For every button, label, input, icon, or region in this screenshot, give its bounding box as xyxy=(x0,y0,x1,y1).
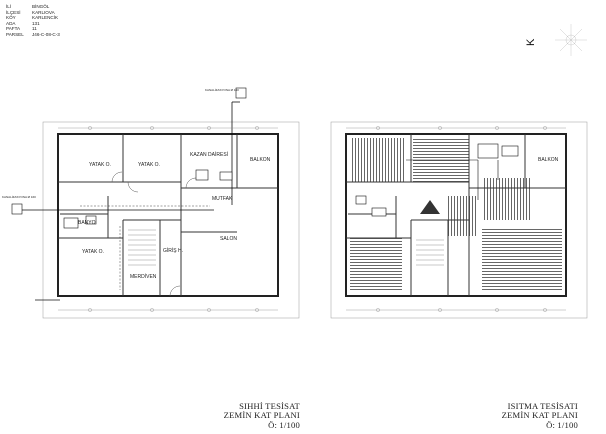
shaft-hatch xyxy=(420,200,440,214)
title-line: ZEMİN KAT PLANI xyxy=(501,410,578,421)
info-value: KARLIOVA xyxy=(32,9,55,15)
left-axis-markers xyxy=(88,126,259,312)
left-sheet-frame xyxy=(42,121,300,319)
boiler-equipment xyxy=(355,143,519,217)
right-dimension-line xyxy=(346,127,566,311)
left-doors xyxy=(111,171,197,297)
info-value: BİNGÖL xyxy=(32,4,50,9)
north-arrow: K xyxy=(525,24,587,56)
info-key: ADA xyxy=(6,20,16,26)
room-yatak-3: YATAK O. xyxy=(82,249,104,255)
right-sheet-frame xyxy=(330,121,588,319)
title-line: Ö: 1/100 xyxy=(268,419,300,430)
room-balkon: BALKON xyxy=(250,157,271,163)
floor-heating-loops xyxy=(350,138,562,292)
title-block-plumbing: SIHHİ TESİSAT ZEMİN KAT PLANI Ö: 1/100 xyxy=(170,401,300,430)
info-row: PARSEL J46-C-08-C-3 xyxy=(6,32,60,38)
left-fixtures xyxy=(11,87,247,229)
sewer-label-left: KANALİZASYONA Ø 160 xyxy=(2,194,36,199)
info-key: İLÇESİ xyxy=(6,9,21,15)
info-row: PAFTA 11 xyxy=(6,26,60,32)
room-mutfak: MUTFAK xyxy=(212,196,233,202)
left-inner-walls xyxy=(58,134,278,296)
north-label: K xyxy=(525,38,537,46)
info-value: KARLENCİK xyxy=(32,15,59,21)
info-key: KÖY xyxy=(6,15,16,21)
info-row: İLİ BİNGÖL xyxy=(6,4,60,10)
left-dimension-line xyxy=(58,127,278,311)
parcel-info: İLİ BİNGÖL İLÇESİ KARLIOVA KÖY KARLENCİK AD… xyxy=(6,4,60,38)
room-kazan: KAZAN DAİRESİ xyxy=(190,151,228,158)
left-plumbing-dashed xyxy=(80,205,210,290)
left-stairs xyxy=(128,229,156,266)
info-value: 11 xyxy=(32,26,37,32)
right-stairs xyxy=(416,239,444,266)
right-outer-walls xyxy=(345,133,567,297)
room-salon: SALON xyxy=(220,236,237,242)
room-merdiven: MERDİVEN xyxy=(130,273,157,280)
room-giris: GİRİŞ H. xyxy=(163,247,183,254)
info-key: PAFTA xyxy=(6,26,21,32)
info-row: KÖY KARLENCİK xyxy=(6,15,60,21)
room-yatak-2: YATAK O. xyxy=(138,162,160,168)
info-key: İLİ xyxy=(6,4,12,9)
room-yatak-1: YATAK O. xyxy=(89,162,111,168)
title-block-heating: ISITMA TESİSATI ZEMİN KAT PLANI Ö: 1/100 xyxy=(448,401,578,430)
right-inner-walls xyxy=(346,134,566,296)
title-line: ISITMA TESİSATI xyxy=(507,401,578,411)
info-row: İLÇESİ KARLIOVA xyxy=(6,10,60,16)
heating-pipes xyxy=(406,159,499,200)
room-balkon-heating: BALKON xyxy=(538,157,559,163)
left-outer-walls xyxy=(57,133,279,297)
info-row: ADA 131 xyxy=(6,21,60,27)
info-value: 131 xyxy=(32,20,40,26)
room-banyo: BANYO xyxy=(78,220,96,226)
left-plumbing-lines xyxy=(20,101,240,301)
info-value: J46-C-08-C-3 xyxy=(32,31,60,37)
info-key: PARSEL xyxy=(6,31,24,37)
sewer-label-top: KANALİZASYONA Ø 160 xyxy=(205,87,239,92)
title-line: Ö: 1/100 xyxy=(546,419,578,430)
title-line: SIHHİ TESİSAT xyxy=(239,401,300,411)
title-line: ZEMİN KAT PLANI xyxy=(223,410,300,421)
right-axis-markers xyxy=(376,126,547,312)
compass-rose-icon xyxy=(555,24,587,56)
